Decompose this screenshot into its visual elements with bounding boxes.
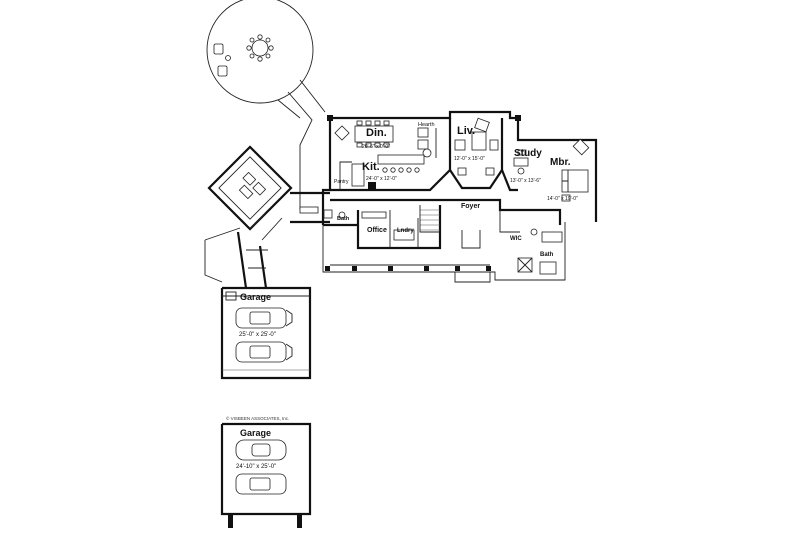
- round-patio: [206, 0, 326, 210]
- room-dim-garage-2: 24'-10" x 25'-0": [236, 464, 276, 470]
- master-bed: [561, 138, 590, 202]
- office-furniture: [361, 211, 415, 241]
- living-furniture: [454, 117, 499, 176]
- car-icon: [235, 473, 287, 495]
- room-label-master: Mbr.: [550, 157, 571, 168]
- garage-1: [220, 286, 312, 380]
- patio-table-set: [246, 34, 274, 62]
- credit-text: © VISBEEN ASSOCIATES, Inc.: [226, 415, 289, 421]
- porch-columns: [325, 266, 491, 271]
- car-icon: [235, 307, 293, 329]
- room-label-kitchen: Kit.: [362, 161, 380, 173]
- hearth-seating: [417, 127, 437, 158]
- room-label-garage-2: Garage: [240, 428, 271, 438]
- stair: [419, 205, 440, 233]
- room-label-bath: Bath: [337, 216, 350, 222]
- garage-2: [220, 422, 312, 528]
- room-label-pantry: Pantry: [334, 179, 349, 185]
- room-label-master-bath: Bath: [540, 252, 554, 258]
- master-bath-fixtures: [517, 228, 563, 275]
- room-label-dining: Din.: [366, 127, 387, 139]
- room-label-office: Office: [367, 227, 387, 234]
- dining-table: [334, 120, 394, 148]
- room-label-foyer: Foyer: [461, 203, 480, 210]
- kitchen-island: [351, 154, 425, 187]
- room-label-garage-1: Garage: [240, 292, 271, 302]
- powder-bath: [323, 209, 346, 219]
- car-icon: [235, 439, 287, 461]
- room-dim-study: 13'-0" x 13'-6": [510, 178, 541, 184]
- room-label-study: Study: [514, 148, 542, 159]
- room-label-wic: WIC: [510, 236, 522, 242]
- room-dim-living: 12'-0" x 15'-0": [454, 156, 485, 162]
- car-icon: [235, 341, 293, 363]
- study-furniture: [513, 149, 529, 175]
- room-dim-master: 14'-0" x 19'-0": [547, 196, 578, 202]
- room-dim-garage-1: 25'-0" x 25'-0": [239, 332, 276, 338]
- screened-porch: [204, 145, 293, 283]
- room-dim-kitchen: 24'-0" x 12'-0": [366, 176, 397, 182]
- room-label-laundry: Lndry: [397, 228, 414, 234]
- room-dim-dining: 20'-6" x 0'-0": [362, 144, 390, 150]
- room-label-living: Liv.: [457, 125, 475, 137]
- breezeway: [236, 191, 330, 289]
- hearth-label: Hearth: [418, 122, 435, 128]
- patio-lounge-chairs: [213, 43, 231, 77]
- main-house: [321, 110, 598, 283]
